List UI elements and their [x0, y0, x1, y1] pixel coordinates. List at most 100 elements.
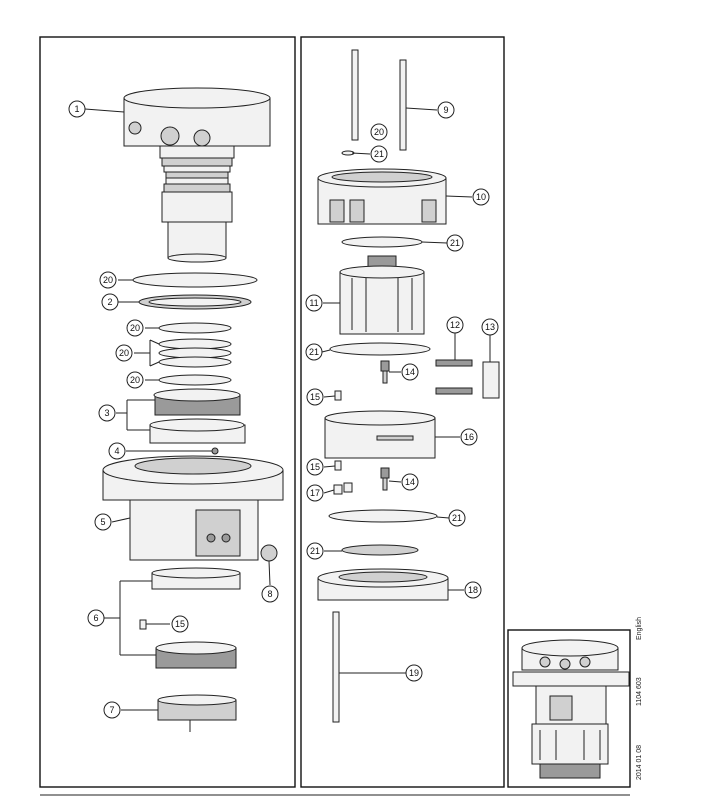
callout-number: 2	[107, 297, 112, 307]
callout-circle	[306, 458, 324, 476]
part-16-ring-gear	[324, 410, 436, 459]
part-14-valve-top	[380, 360, 390, 384]
center-leader-lines	[321, 107, 491, 674]
callout-number: 11	[309, 298, 318, 308]
callout-number: 20	[374, 127, 384, 137]
callout-c20a: 20	[99, 271, 117, 289]
callout-circle	[99, 271, 117, 289]
part-7-nut	[157, 694, 237, 732]
callout-c21a: 21	[370, 145, 388, 163]
callout-circle	[464, 581, 482, 599]
callout-c21d: 21	[448, 509, 466, 527]
part-6-bearing	[151, 567, 241, 669]
callout-circle	[87, 609, 105, 627]
part-18-plate	[317, 568, 449, 601]
callout-number: 16	[464, 432, 474, 442]
callout-number: 15	[310, 462, 320, 472]
callout-circle	[261, 585, 279, 603]
callout-circle	[448, 509, 466, 527]
center-panel-frame	[300, 36, 505, 788]
callout-circle	[446, 316, 464, 334]
assembly-thumbnail	[512, 639, 630, 779]
callout-c17: 17	[306, 484, 324, 502]
callout-circle	[101, 293, 119, 311]
callout-number: 21	[450, 238, 460, 248]
part-21-ring-c	[329, 342, 431, 356]
part-5-flange	[102, 455, 284, 561]
callout-circle	[94, 513, 112, 531]
part-15-key-left	[139, 619, 147, 630]
callout-circle	[370, 123, 388, 141]
callout-c18: 18	[464, 581, 482, 599]
part-20-ring-4	[158, 356, 232, 368]
callout-circle	[98, 404, 116, 422]
callout-number: 21	[310, 546, 320, 556]
callout-circle	[171, 615, 189, 633]
callout-c7: 7	[103, 701, 121, 719]
callout-c20d: 20	[126, 371, 144, 389]
callout-number: 13	[485, 322, 495, 332]
callout-c15c: 15	[306, 458, 324, 476]
callout-c20b: 20	[126, 319, 144, 337]
callout-c11: 11	[305, 294, 323, 312]
callout-c6: 6	[87, 609, 105, 627]
document-date: 2014 01 08	[636, 745, 643, 780]
callout-number: 21	[309, 347, 319, 357]
callout-circle	[401, 363, 419, 381]
callout-number: 21	[452, 513, 462, 523]
document-number: 1104 603	[636, 677, 643, 706]
callout-circle	[405, 664, 423, 682]
callout-c10: 10	[472, 188, 490, 206]
callout-number: 21	[374, 149, 384, 159]
callout-c19: 19	[405, 664, 423, 682]
callout-circle	[103, 701, 121, 719]
callout-circle	[68, 100, 86, 118]
callout-circle	[126, 319, 144, 337]
callout-circle	[115, 344, 133, 362]
left-leader-lines	[84, 108, 271, 711]
part-1-housing	[123, 87, 271, 263]
callout-c2: 2	[101, 293, 119, 311]
callout-c21c: 21	[305, 343, 323, 361]
callout-c13: 13	[481, 318, 499, 336]
left-panel-frame	[39, 36, 296, 788]
part-15-key-c	[334, 460, 342, 471]
callout-number: 12	[450, 320, 460, 330]
callout-number: 19	[409, 668, 419, 678]
part-10-cover	[317, 168, 447, 225]
callout-circle	[401, 473, 419, 491]
part-13-block	[482, 361, 500, 399]
callout-number: 8	[267, 589, 272, 599]
callout-circle	[126, 371, 144, 389]
callout-circle	[481, 318, 499, 336]
callout-number: 14	[405, 367, 415, 377]
callout-c15b: 15	[306, 388, 324, 406]
part-21-ring-b	[341, 236, 423, 248]
callout-c14b: 14	[401, 473, 419, 491]
part-19-bolt	[332, 611, 340, 723]
callout-c20e: 20	[370, 123, 388, 141]
part-12-roller-bottom	[435, 387, 473, 395]
callout-circle	[306, 484, 324, 502]
callout-c12: 12	[446, 316, 464, 334]
callout-number: 15	[175, 619, 185, 629]
part-12-roller-top	[435, 359, 473, 367]
callout-circle	[305, 343, 323, 361]
callout-number: 10	[476, 192, 486, 202]
callout-number: 14	[405, 477, 415, 487]
callout-number: 6	[93, 613, 98, 623]
callout-c21b: 21	[446, 234, 464, 252]
part-11-carrier	[339, 255, 425, 335]
callout-circle	[446, 234, 464, 252]
callout-number: 4	[114, 446, 119, 456]
callout-number: 20	[103, 275, 113, 285]
callout-c1: 1	[68, 100, 86, 118]
callout-number: 20	[130, 375, 140, 385]
callout-number: 15	[310, 392, 320, 402]
part-4-pin	[211, 447, 219, 455]
callout-c16: 16	[460, 428, 478, 446]
part-14-valve-bottom	[380, 467, 390, 491]
part-17-fittings	[333, 482, 353, 495]
callout-c21e: 21	[306, 542, 324, 560]
